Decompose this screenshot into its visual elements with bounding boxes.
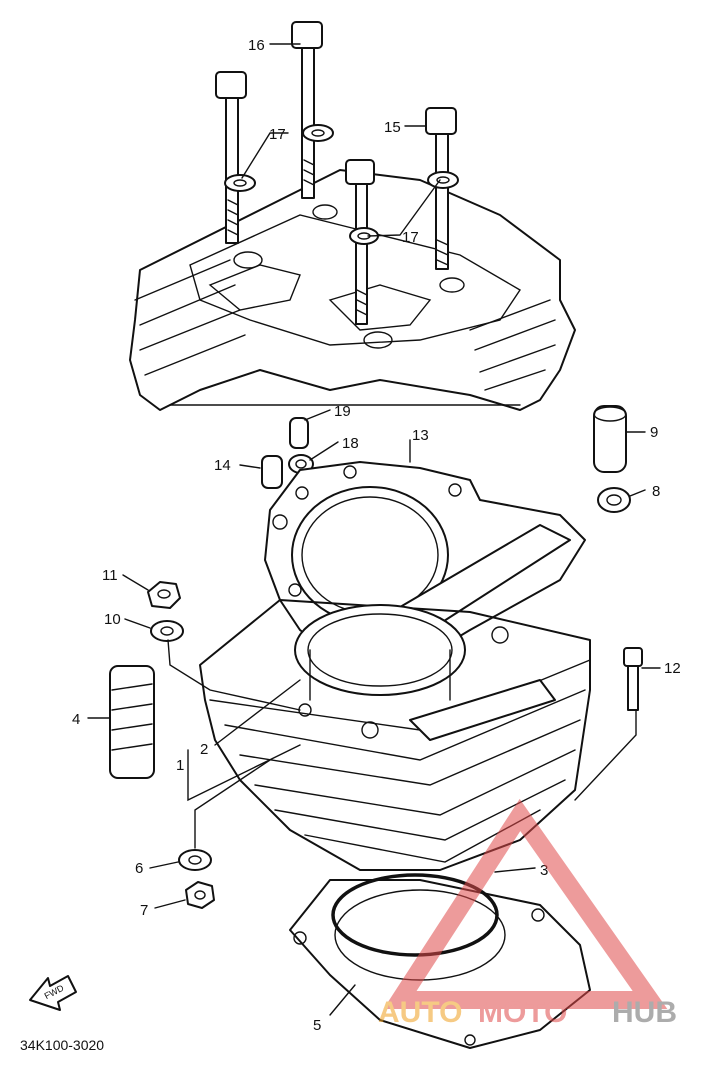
head-bolt-right	[425, 107, 457, 270]
callout-2: 2	[200, 741, 208, 758]
callout-6: 6	[135, 860, 143, 877]
washers-17	[224, 124, 459, 245]
dowel-pin-9	[593, 405, 627, 473]
callout-17-top: 17	[269, 126, 286, 143]
callout-15: 15	[384, 119, 401, 136]
callout-11: 11	[102, 567, 118, 584]
watermark-text-auto: AUTO	[378, 996, 462, 1029]
dowel-pin-14	[261, 455, 283, 489]
washer-10	[150, 620, 184, 642]
callout-labels: 16 17 15 17 19 18 14 13 9 8 11 10 4 12 2…	[72, 37, 681, 1034]
leader-lines	[87, 43, 661, 1016]
callout-3: 3	[540, 862, 548, 879]
callout-18: 18	[342, 435, 359, 452]
o-ring-8	[597, 487, 631, 513]
o-ring-3	[331, 873, 499, 957]
callout-7: 7	[140, 902, 148, 919]
cylinder-block	[199, 599, 591, 871]
dowel-pin-19	[289, 417, 309, 449]
fwd-arrow: FWD	[29, 975, 77, 1011]
head-bolt-left	[215, 71, 247, 244]
watermark-text-hub: HUB	[612, 996, 677, 1029]
nut-7	[185, 881, 215, 909]
callout-10: 10	[104, 611, 121, 628]
head-bolt-center	[345, 159, 375, 325]
watermark-text-moto: MOTO	[478, 996, 567, 1029]
callout-17-right: 17	[402, 229, 419, 246]
callout-14: 14	[214, 457, 231, 474]
callout-16: 16	[248, 37, 265, 54]
cylinder-head	[129, 169, 576, 411]
callout-4: 4	[72, 711, 80, 728]
watermark-logo: AUTO MOTO HUB	[378, 798, 677, 1029]
callout-5: 5	[313, 1017, 321, 1034]
part-code: 34K100-3020	[20, 1037, 104, 1053]
washer-6	[178, 849, 212, 871]
head-bolt-back	[291, 21, 323, 199]
callout-9: 9	[650, 424, 658, 441]
bolt-12	[623, 647, 643, 711]
callout-8: 8	[652, 483, 660, 500]
callout-1: 1	[176, 757, 184, 774]
callout-13: 13	[412, 427, 429, 444]
nut-11	[147, 581, 181, 609]
callout-19: 19	[334, 403, 351, 420]
callout-12: 12	[664, 660, 681, 677]
stud-bolt-4	[109, 665, 155, 779]
